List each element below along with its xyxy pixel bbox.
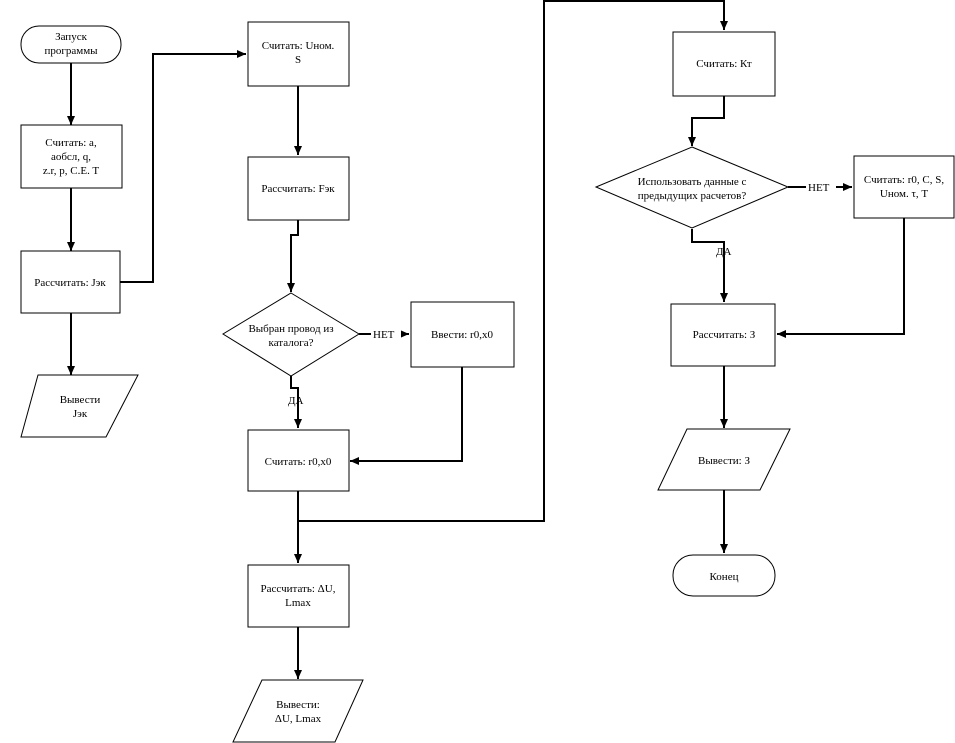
node-calc-jek-label: Рассчитать: Jэк	[34, 277, 106, 289]
node-calc-z: Рассчитать: З	[670, 303, 776, 367]
node-output-z: Вывести: З	[657, 428, 791, 491]
node-output-du-line-2: ΔU, Lmax	[275, 713, 322, 725]
node-decision-previous-line-1: Использовать данные с	[638, 176, 747, 188]
node-calc-z-label: Рассчитать: З	[693, 329, 756, 341]
node-output-du-line-1: Вывести:	[276, 699, 320, 711]
node-input-r0x0: Ввести: r0,x0	[410, 301, 515, 368]
node-start-line-1: Запуск	[55, 31, 88, 43]
node-output-jek-line-1: Вывести	[60, 394, 101, 406]
node-decision-previous: Использовать данные с предыдущих расчето…	[594, 146, 790, 229]
node-output-jek: Вывести Jэк	[20, 374, 139, 438]
node-decision-catalog-line-2: каталога?	[269, 337, 314, 349]
node-calc-du-line-2: Lmax	[285, 597, 311, 609]
node-decision-catalog-line-1: Выбран провод из	[248, 323, 333, 335]
node-read-unom-line-2: S	[295, 54, 301, 66]
node-calc-jek: Рассчитать: Jэк	[20, 250, 121, 314]
node-output-z-label: Вывести: З	[698, 455, 750, 467]
edge-read-readkt	[298, 0, 728, 522]
edge-decision-calcz	[691, 229, 728, 302]
node-read-params: Считать: a, aобсл, q, z.r, p, C.E. T	[20, 124, 123, 189]
node-read-unom: Считать: Uном. S	[247, 21, 350, 87]
node-read-params-line-1: Считать: a,	[45, 137, 97, 149]
edge-input-read	[350, 367, 463, 465]
label-yes-previous: ДА	[716, 246, 732, 258]
label-no-catalog-bg	[371, 327, 401, 341]
node-decision-catalog: Выбран провод из каталога?	[222, 292, 360, 377]
node-read-multi-line-2: Uном. τ, T	[880, 188, 929, 200]
node-read-r0x0: Считать: r0,x0	[247, 429, 350, 492]
node-read-kt: Считать: Кт	[672, 31, 776, 97]
node-calc-du: Рассчитать: ΔU, Lmax	[247, 564, 350, 628]
node-input-r0x0-label: Ввести: r0,x0	[431, 329, 493, 341]
node-read-kt-label: Считать: Кт	[696, 58, 752, 70]
node-output-jek-line-2: Jэк	[73, 408, 88, 420]
node-read-unom-line-1: Считать: Uном.	[262, 40, 335, 52]
label-no-previous: НЕТ	[808, 182, 830, 194]
node-end: Конец	[672, 554, 776, 597]
node-read-params-line-3: z.r, p, C.E. T	[43, 165, 99, 177]
node-output-du: Вывести: ΔU, Lmax	[232, 679, 364, 743]
label-no-catalog: НЕТ	[373, 329, 395, 341]
node-read-multi: Считать: r0, C, S, Uном. τ, T	[853, 155, 955, 219]
node-read-r0x0-label: Считать: r0,x0	[265, 456, 332, 468]
node-end-label: Конец	[710, 571, 739, 583]
edge-readmulti-calcz	[777, 218, 905, 338]
node-calc-fek-label: Рассчитать: Fэк	[261, 183, 335, 195]
edge-calcfek-decision	[287, 220, 299, 292]
edge-readkt-decision	[688, 96, 725, 146]
node-decision-previous-line-2: предыдущих расчетов?	[638, 190, 747, 202]
node-start-line-2: программы	[44, 45, 98, 57]
edge-calcjek-readunom	[120, 50, 246, 283]
edge-decision-read	[290, 376, 302, 428]
node-read-multi-line-1: Считать: r0, C, S,	[864, 174, 944, 186]
node-calc-du-line-1: Рассчитать: ΔU,	[261, 583, 336, 595]
label-no-previous-bg	[806, 180, 836, 194]
node-calc-fek: Рассчитать: Fэк	[247, 156, 350, 221]
label-yes-catalog: ДА	[288, 395, 304, 407]
node-read-params-line-2: aобсл, q,	[51, 151, 91, 163]
node-start: Запуск программы	[20, 25, 122, 64]
